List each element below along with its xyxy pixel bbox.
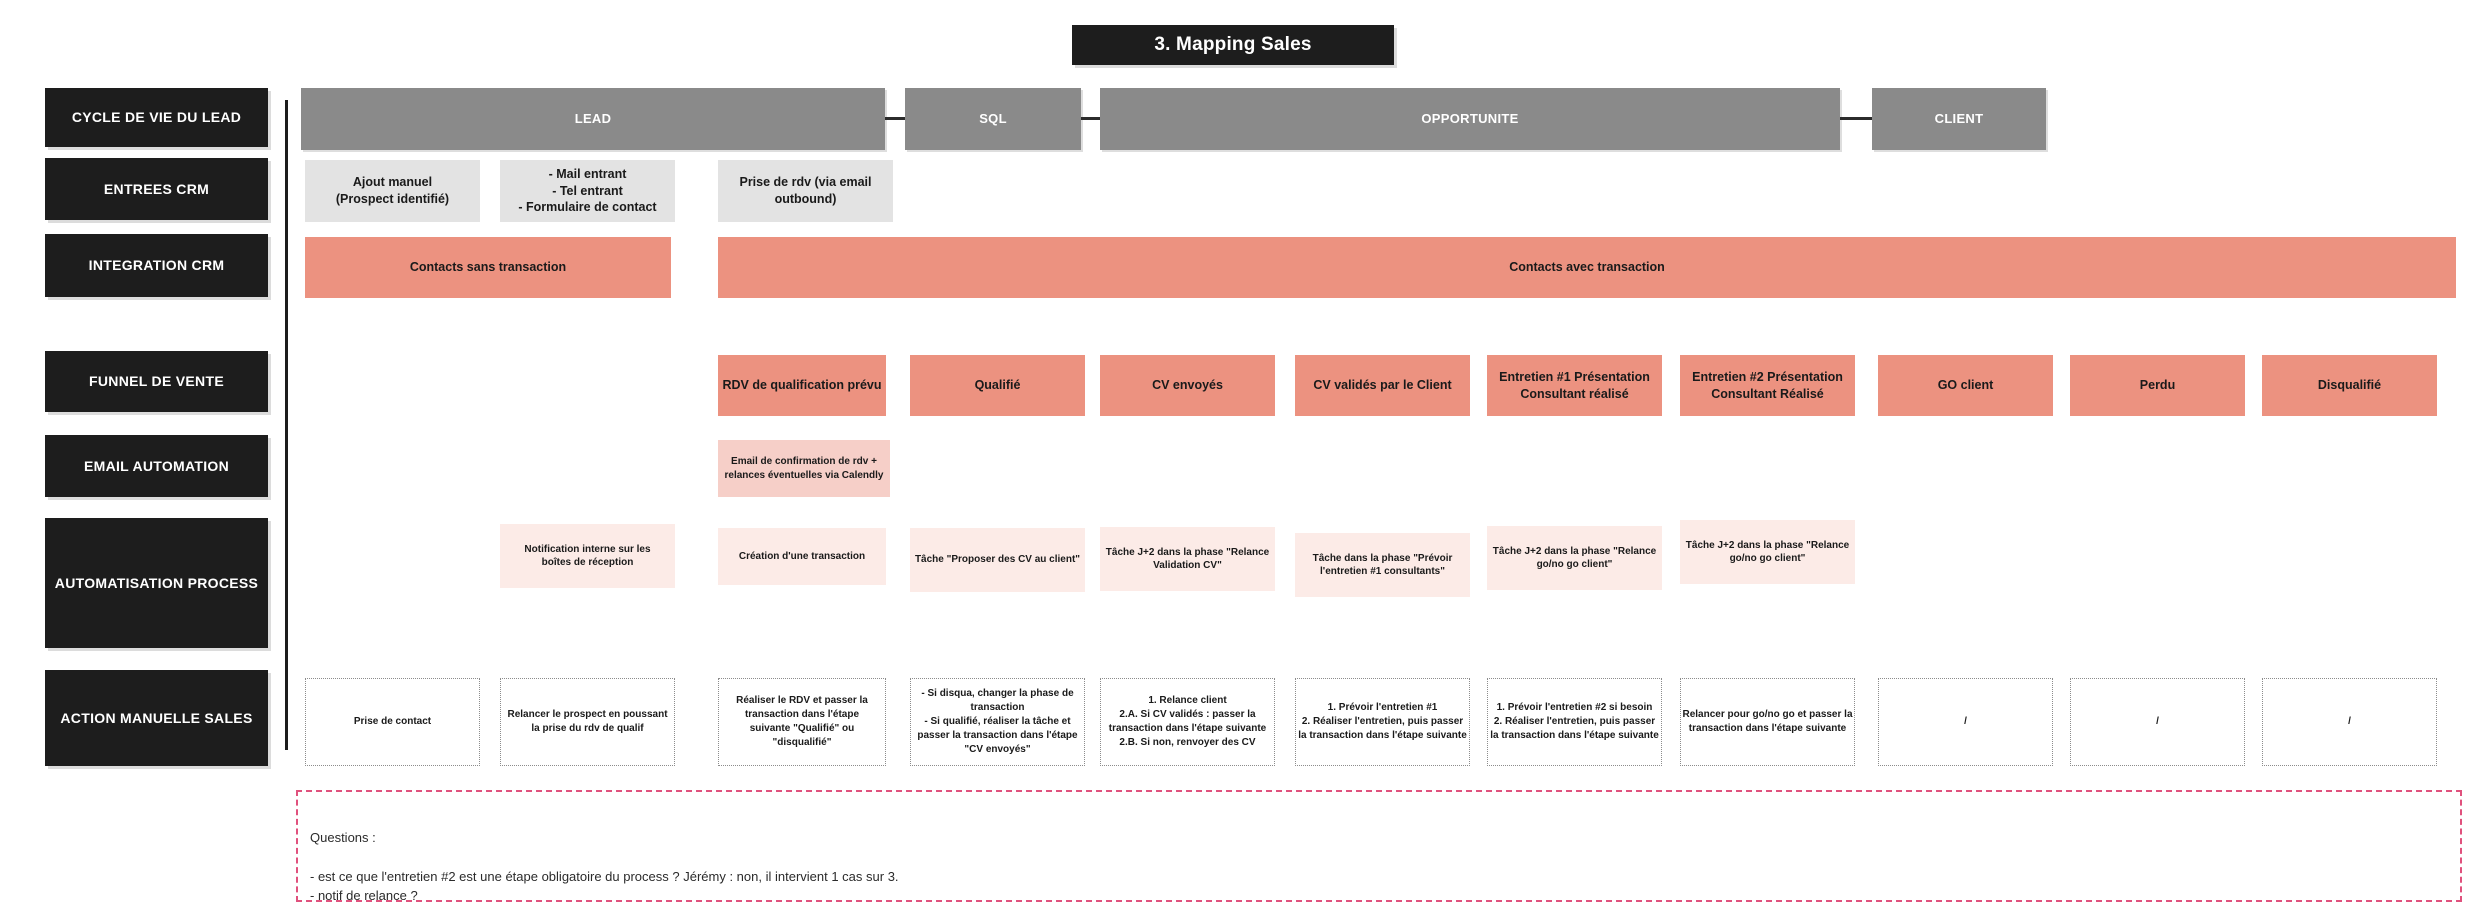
integration-contacts-sans-transaction: Contacts sans transaction bbox=[305, 237, 671, 298]
questions-heading: Questions : bbox=[310, 829, 376, 845]
action-si-disqua-si-qualifie: - Si disqua, changer la phase de transac… bbox=[910, 678, 1085, 766]
funnel-stage-disqualifie: Disqualifié bbox=[2262, 355, 2437, 416]
automation-notification-interne: Notification interne sur les boîtes de r… bbox=[500, 524, 675, 588]
stage-band-lead: LEAD bbox=[301, 88, 885, 150]
action-slash-disqualifie: / bbox=[2262, 678, 2437, 766]
connector-opportunite-client bbox=[1840, 117, 1872, 120]
automation-tache-relance-gonogo-1: Tâche J+2 dans la phase "Relance go/no g… bbox=[1487, 526, 1662, 590]
timeline-axis bbox=[285, 100, 288, 750]
funnel-stage-entretien-1: Entretien #1 Présentation Consultant réa… bbox=[1487, 355, 1662, 416]
stage-band-opportunite: OPPORTUNITE bbox=[1100, 88, 1840, 150]
action-slash-go-client: / bbox=[1878, 678, 2053, 766]
action-relance-client: 1. Relance client 2.A. Si CV validés : p… bbox=[1100, 678, 1275, 766]
funnel-stage-qualifie: Qualifié bbox=[910, 355, 1085, 416]
action-relancer-prospect: Relancer le prospect en poussant la pris… bbox=[500, 678, 675, 766]
sidebar-item-email-automation: EMAIL AUTOMATION bbox=[45, 435, 268, 497]
funnel-stage-entretien-2: Entretien #2 Présentation Consultant Réa… bbox=[1680, 355, 1855, 416]
email-automation-calendly: Email de confirmation de rdv + relances … bbox=[718, 440, 890, 497]
stage-band-client: CLIENT bbox=[1872, 88, 2046, 150]
sidebar-item-automatisation-process: AUTOMATISATION PROCESS bbox=[45, 518, 268, 648]
connector-lead-sql bbox=[885, 117, 905, 120]
stage-band-sql: SQL bbox=[905, 88, 1081, 150]
sidebar-item-integration-crm: INTEGRATION CRM bbox=[45, 234, 268, 297]
automation-tache-relance-validation-cv: Tâche J+2 dans la phase "Relance Validat… bbox=[1100, 527, 1275, 591]
entry-ajout-manuel: Ajout manuel (Prospect identifié) bbox=[305, 160, 480, 222]
sidebar-item-funnel-de-vente: FUNNEL DE VENTE bbox=[45, 351, 268, 412]
sidebar-item-action-manuelle-sales: ACTION MANUELLE SALES bbox=[45, 670, 268, 766]
sidebar-item-entrees-crm: ENTREES CRM bbox=[45, 158, 268, 220]
automation-creation-transaction: Création d'une transaction bbox=[718, 528, 886, 585]
funnel-stage-cv-valides: CV validés par le Client bbox=[1295, 355, 1470, 416]
integration-contacts-avec-transaction: Contacts avec transaction bbox=[718, 237, 2456, 298]
action-prevoir-entretien-2: 1. Prévoir l'entretien #2 si besoin 2. R… bbox=[1487, 678, 1662, 766]
action-prevoir-entretien-1: 1. Prévoir l'entretien #1 2. Réaliser l'… bbox=[1295, 678, 1470, 766]
funnel-stage-go-client: GO client bbox=[1878, 355, 2053, 416]
questions-note: Questions : - est ce que l'entretien #2 … bbox=[296, 790, 2462, 903]
automation-tache-prevoir-entretien-1: Tâche dans la phase "Prévoir l'entretien… bbox=[1295, 533, 1470, 597]
automation-tache-proposer-cv: Tâche "Proposer des CV au client" bbox=[910, 528, 1085, 592]
funnel-stage-rdv-qualification: RDV de qualification prévu bbox=[718, 355, 886, 416]
entry-prise-de-rdv: Prise de rdv (via email outbound) bbox=[718, 160, 893, 222]
action-prise-de-contact: Prise de contact bbox=[305, 678, 480, 766]
action-relancer-gonogo: Relancer pour go/no go et passer la tran… bbox=[1680, 678, 1855, 766]
sidebar-item-cycle-de-vie-du-lead: CYCLE DE VIE DU LEAD bbox=[45, 88, 268, 147]
connector-sql-opportunite bbox=[1081, 117, 1100, 120]
automation-tache-relance-gonogo-2: Tâche J+2 dans la phase "Relance go/no g… bbox=[1680, 520, 1855, 584]
funnel-stage-perdu: Perdu bbox=[2070, 355, 2245, 416]
entry-canaux-entrants: - Mail entrant - Tel entrant - Formulair… bbox=[500, 160, 675, 222]
action-realiser-rdv: Réaliser le RDV et passer la transaction… bbox=[718, 678, 886, 766]
funnel-stage-cv-envoyes: CV envoyés bbox=[1100, 355, 1275, 416]
action-slash-perdu: / bbox=[2070, 678, 2245, 766]
page-title: 3. Mapping Sales bbox=[1072, 25, 1394, 65]
questions-lines: - est ce que l'entretien #2 est une étap… bbox=[310, 868, 899, 904]
